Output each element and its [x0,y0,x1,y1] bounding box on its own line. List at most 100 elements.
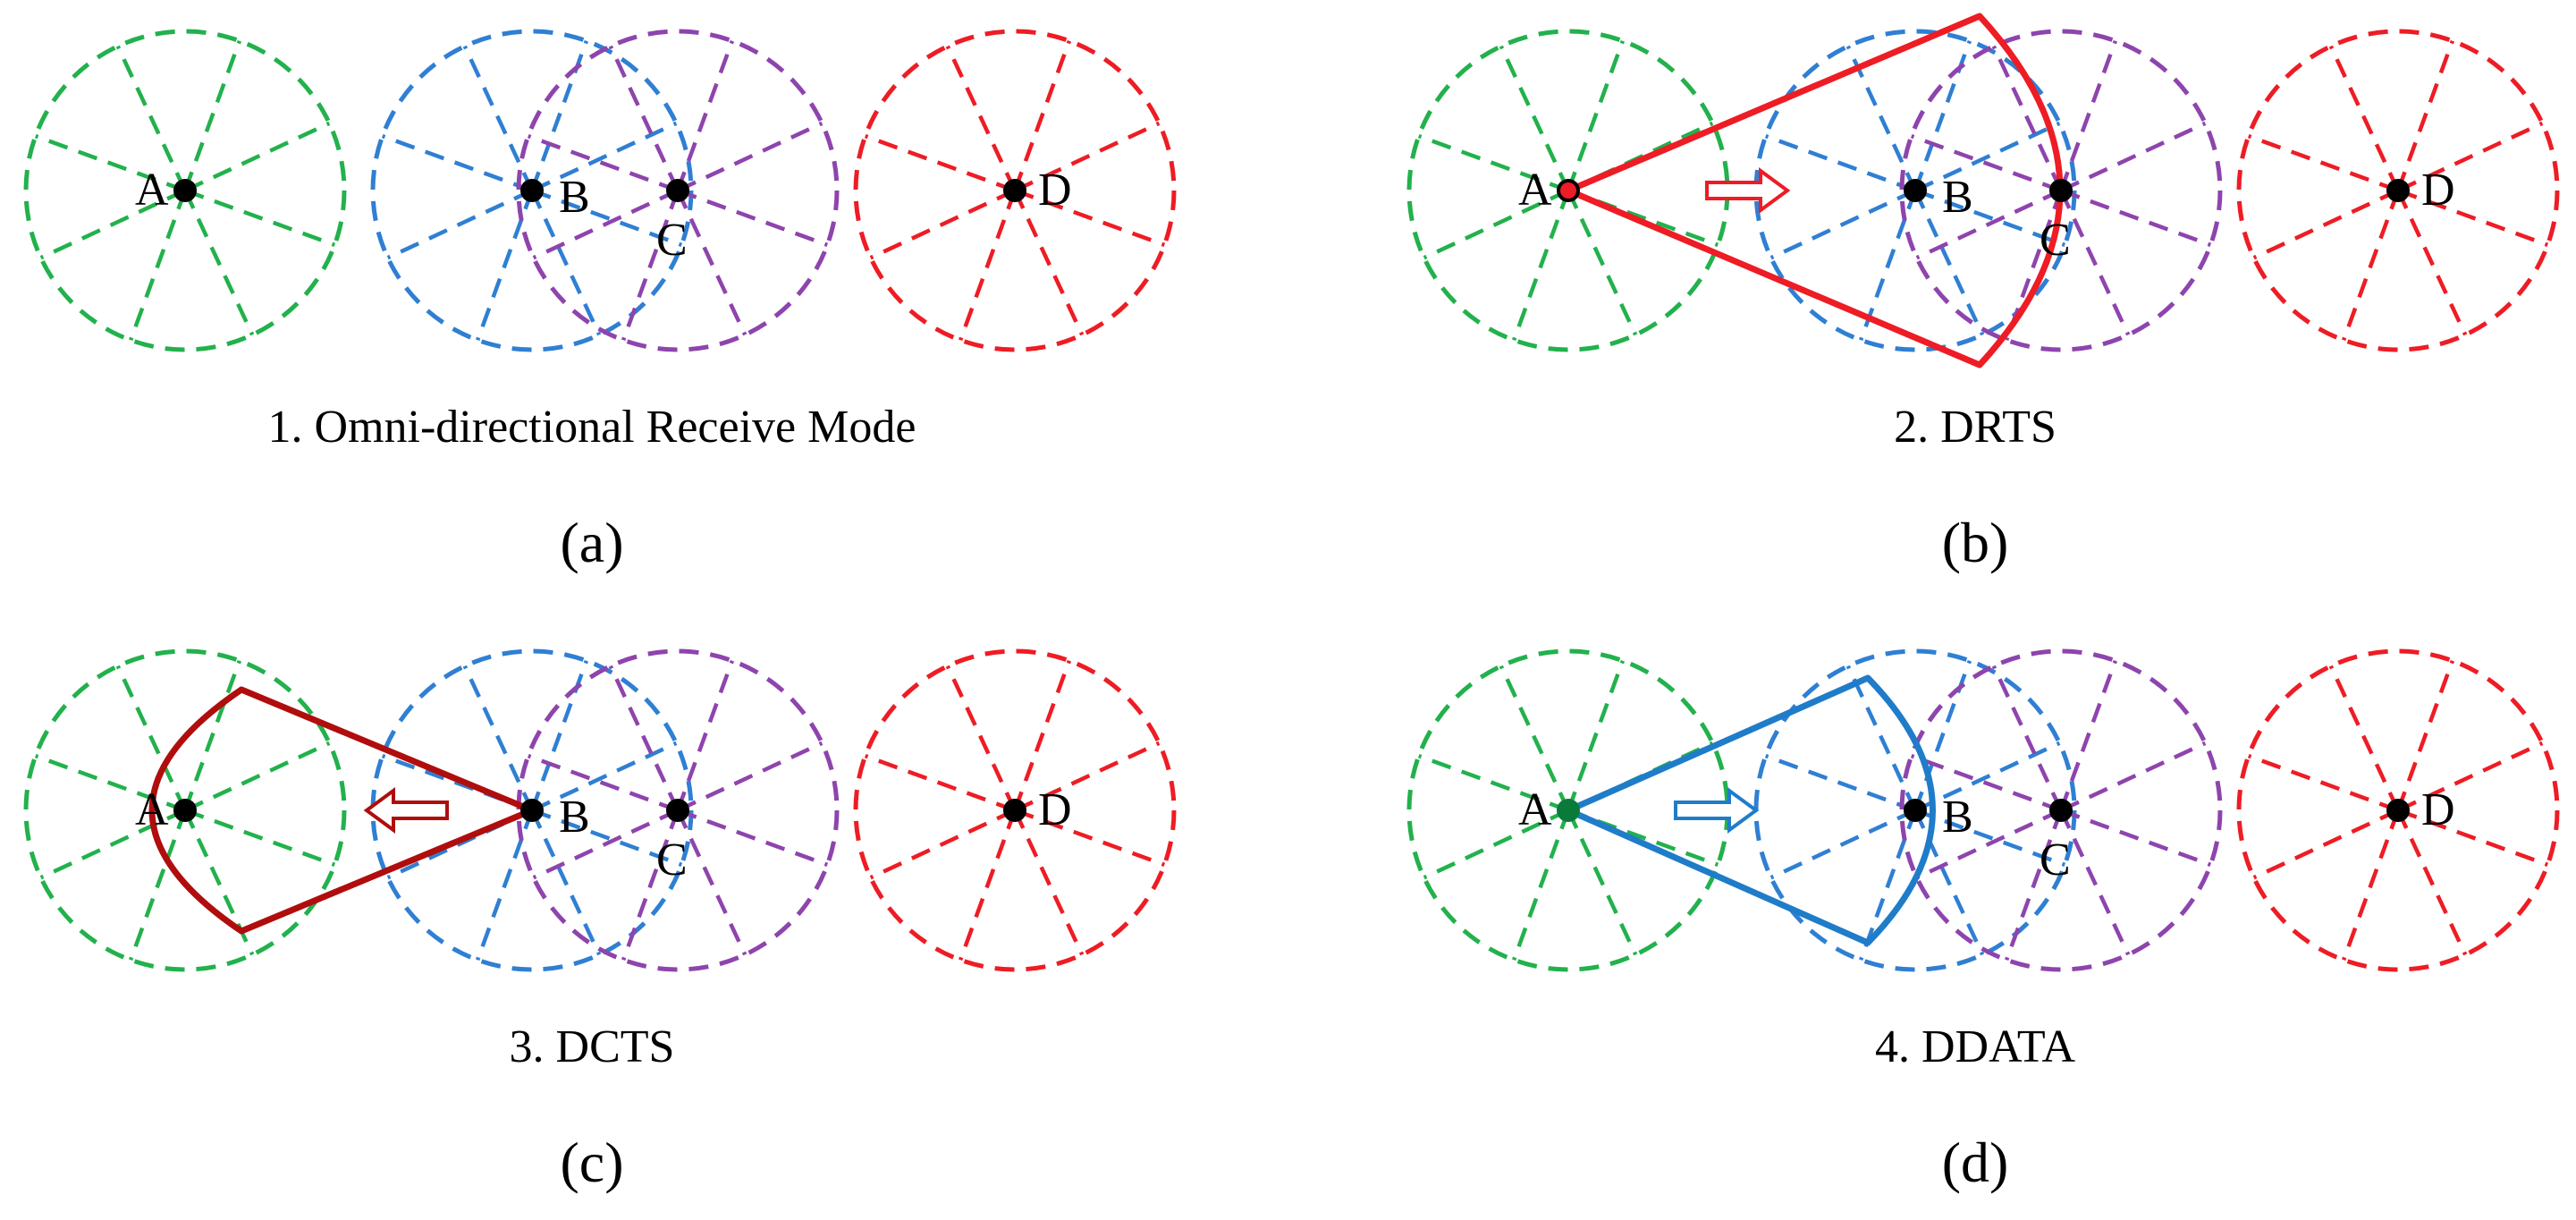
antenna-sector-line [1566,809,1638,956]
node-d-range [2236,648,2560,972]
range-circle [2236,648,2560,972]
antenna-sector-line [1012,39,1071,191]
node-a-dot [1557,799,1580,822]
node-label-c: C [656,835,688,885]
antenna-sector-line [527,754,679,813]
antenna-sector-line [2342,190,2401,342]
antenna-sector-line [1764,134,1916,193]
node-label-c: C [656,215,688,266]
node-label-d: D [1038,784,1072,835]
node-label-a: A [135,165,169,216]
antenna-sector-line [39,808,186,880]
panel-caption: 2. DRTS [1894,402,2057,453]
antenna-sector-line [1566,659,1625,811]
antenna-sector-line [532,188,679,260]
node-a-range [23,29,347,352]
antenna-sector-line [531,121,678,193]
antenna-sector-line [1910,754,2062,813]
antenna-sector-line [677,808,829,867]
antenna-sector-line [1014,741,1161,813]
node-d-range [853,29,1177,352]
antenna-sector-line [184,808,336,867]
antenna-sector-line [381,754,533,813]
node-c-range [1899,648,2223,972]
antenna-sector-line [864,754,1016,813]
antenna-sector-line [1499,665,1571,811]
antenna-sector-line [2397,808,2549,867]
antenna-sector-line [115,45,188,191]
antenna-sector-line [1915,188,2062,260]
antenna-sector-line [2060,121,2207,193]
range-circle [23,648,347,972]
antenna-sector-line [2395,659,2454,811]
antenna-sector-line [182,659,241,811]
antenna-sector-line [675,809,747,956]
antenna-sector-line [675,190,747,336]
antenna-sector-line [115,665,188,811]
antenna-sector-line [1566,39,1625,191]
antenna-sector-line [1913,39,1972,191]
beam-pattern-b-to-a [148,686,536,935]
antenna-sector-line [1014,808,1166,867]
antenna-sector-line [2247,134,2399,193]
antenna-sector-line [2397,188,2549,247]
antenna-sector-line [2342,809,2401,962]
antenna-sector-line [529,39,588,191]
node-d-dot [1003,179,1026,202]
antenna-sector-line [2252,188,2399,260]
node-c-dot [2049,799,2073,822]
antenna-sector-line [1567,808,1719,867]
panel-caption: 1. Omni-directional Receive Mode [268,402,916,453]
node-b-range [370,29,694,352]
antenna-sector-line [621,809,680,962]
antenna-sector-line [1913,190,1985,336]
antenna-sector-line [1859,809,1918,962]
node-b-range [370,648,694,972]
node-d-dot [2386,179,2410,202]
antenna-sector-line [184,121,331,193]
antenna-sector-line [531,188,683,247]
node-c-range [516,29,840,352]
antenna-sector-line [677,741,823,813]
node-a-dot [173,799,197,822]
antenna-sector-line [532,808,679,880]
subfigure-label: (a) [560,511,623,574]
beam-pattern-a-to-b [1565,674,1936,946]
antenna-sector-line [1910,134,2062,193]
antenna-sector-line [531,808,683,867]
node-label-b: B [1942,172,1973,223]
antenna-sector-line [2397,741,2544,813]
antenna-sector-line [527,134,679,193]
antenna-sector-line [1499,45,1571,191]
antenna-sector-line [1769,188,1916,260]
antenna-sector-line [675,659,734,811]
antenna-sector-line [531,741,678,813]
antenna-sector-line [182,39,241,191]
antenna-sector-line [1915,808,2062,880]
node-d-range [2236,29,2560,352]
antenna-sector-line [1914,741,2061,813]
antenna-sector-line [959,190,1018,342]
antenna-sector-line [386,188,533,260]
node-label-d: D [2421,165,2455,216]
range-circle [1753,648,2077,972]
node-label-d: D [2421,784,2455,835]
antenna-sector-line [2252,808,2399,880]
antenna-sector-line [1012,659,1071,811]
antenna-sector-line [184,741,331,813]
antenna-sector-line [34,754,186,813]
antenna-sector-line [677,121,823,193]
node-label-b: B [559,792,590,843]
antenna-sector-line [476,809,535,962]
antenna-sector-line [945,665,1018,811]
antenna-sector-line [1567,188,1719,247]
range-circle [23,29,347,352]
antenna-sector-line [1012,190,1085,336]
node-c-dot [2049,179,2073,202]
antenna-sector-line [182,190,255,336]
antenna-sector-line [1512,190,1571,342]
